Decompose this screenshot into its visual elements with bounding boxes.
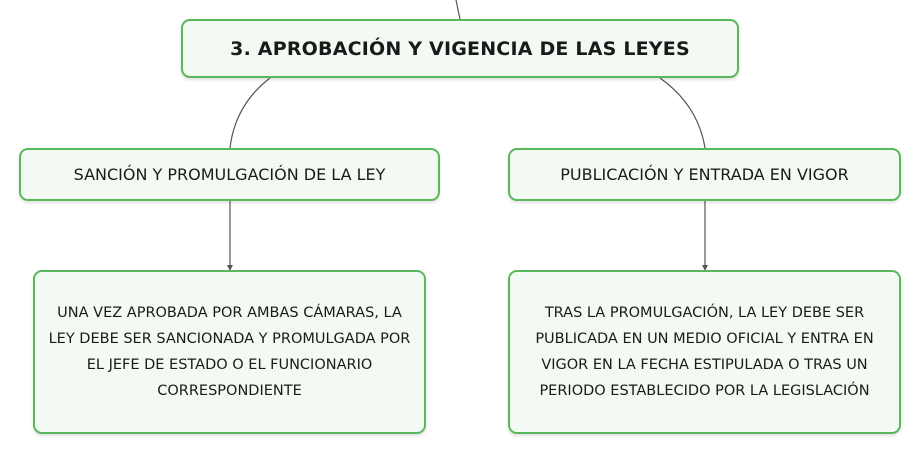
branch-node-sancion-title: SANCIÓN Y PROMULGACIÓN DE LA LEY: [73, 165, 386, 184]
branch-node-publicacion-title: PUBLICACIÓN Y ENTRADA EN VIGOR: [560, 165, 849, 184]
detail-node-publicacion[interactable]: TRAS LA PROMULGACIÓN, LA LEY DEBE SER PU…: [508, 270, 901, 434]
detail-node-publicacion-text: TRAS LA PROMULGACIÓN, LA LEY DEBE SER PU…: [535, 305, 874, 399]
branch-node-publicacion[interactable]: PUBLICACIÓN Y ENTRADA EN VIGOR: [508, 148, 901, 201]
connector-root-to-left-branch: [229, 77, 271, 149]
branch-node-sancion[interactable]: SANCIÓN Y PROMULGACIÓN DE LA LEY: [19, 148, 440, 201]
connector-incoming: [455, 0, 461, 20]
root-node-title: 3. APROBACIÓN Y VIGENCIA DE LAS LEYES: [230, 37, 690, 60]
detail-node-sancion-text: UNA VEZ APROBADA POR AMBAS CÁMARAS, LA L…: [48, 305, 411, 399]
detail-node-sancion[interactable]: UNA VEZ APROBADA POR AMBAS CÁMARAS, LA L…: [33, 270, 426, 434]
root-node[interactable]: 3. APROBACIÓN Y VIGENCIA DE LAS LEYES: [181, 19, 739, 78]
connector-root-to-right-branch: [659, 77, 706, 149]
